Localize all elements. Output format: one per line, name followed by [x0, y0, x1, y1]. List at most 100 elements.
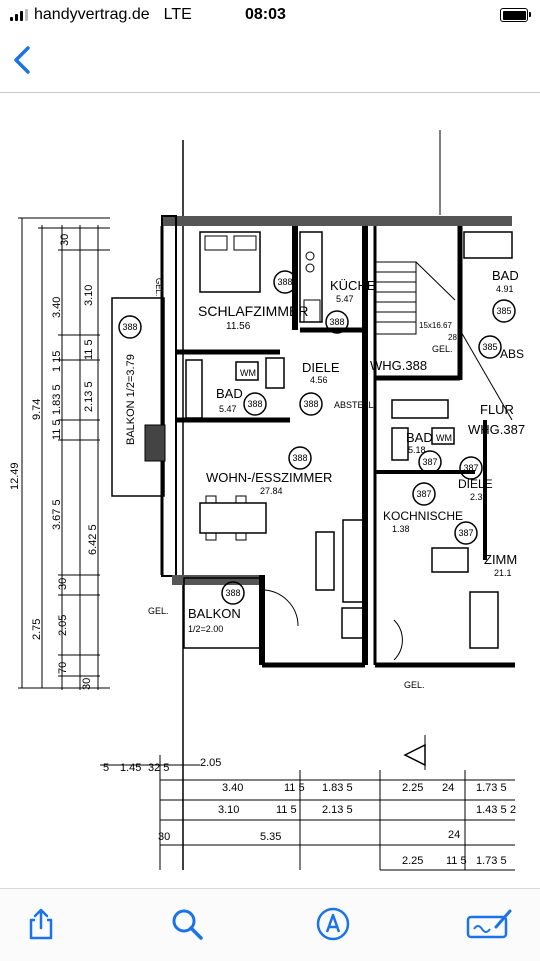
carrier-label: handyvertrag.de: [34, 6, 150, 23]
dim-left: 3.40: [51, 297, 63, 318]
dim-bottom: 1.73 5: [476, 855, 507, 867]
room-label-bad: BAD: [216, 386, 243, 401]
dim-bottom: 3.10: [218, 804, 239, 816]
dim-left: 9.74: [31, 399, 43, 420]
markup-button[interactable]: [316, 907, 350, 941]
unit-number: 387: [463, 463, 478, 473]
dim-bottom: 11 5: [276, 804, 297, 816]
room-area-bad-top-right: 4.91: [496, 284, 514, 294]
signal-icon: [10, 9, 28, 21]
room-area-diele-right: 2.39: [470, 492, 488, 502]
room-label-bad-top-right: BAD: [492, 268, 519, 283]
dim-left: 6.42 5: [87, 524, 99, 555]
room-label-abstell: ABSTELL: [334, 400, 374, 410]
dim-bottom: 30: [158, 831, 170, 843]
dim-left: 11 5: [51, 419, 63, 440]
navigation-bar: [0, 32, 540, 93]
dim-bottom: 1.45: [120, 762, 141, 774]
room-area-schlafzimmer: 11.56: [226, 321, 251, 332]
dim-left: 2.75: [31, 619, 43, 640]
markup-pen-icon: [316, 907, 350, 941]
unit-number: 387: [416, 489, 431, 499]
room-area-bad: 5.47: [219, 404, 237, 414]
room-area-kueche: 5.47: [336, 294, 354, 304]
dim-bottom: 1.73 5: [476, 782, 507, 794]
bottom-toolbar: [0, 888, 540, 961]
dim-left: 2.13 5: [83, 381, 95, 412]
room-label-wohn: WOHN-/ESSZIMMER: [206, 470, 332, 485]
room-area-kochnische: 1.38: [392, 524, 410, 534]
unit-number: 388: [329, 317, 344, 327]
share-button[interactable]: [24, 907, 58, 941]
room-label-balkon-bottom: BALKON: [188, 606, 241, 621]
room-label-diele-right: DIELE: [458, 477, 493, 491]
search-icon: [172, 909, 203, 940]
dim-bottom: 1.83 5: [322, 782, 353, 794]
dim-bottom: 5: [103, 762, 109, 774]
stair-label-2: 28: [448, 333, 457, 342]
dim-bottom: 2.25: [402, 782, 423, 794]
gel-label-1: GEL.: [154, 278, 163, 296]
unit-number: 388: [122, 322, 137, 332]
dim-left: 12.49: [9, 462, 21, 490]
unit-number: 385: [482, 342, 497, 352]
room-label-whg387: WHG.387: [468, 422, 525, 437]
dim-left: 30: [59, 234, 71, 246]
battery-icon: [500, 8, 531, 22]
floor-plan-image[interactable]: SCHLAFZIMMER 11.56 KÜCHE 5.47 DIELE 4.56…: [0, 93, 540, 888]
dim-bottom: 11 5: [446, 855, 467, 867]
share-icon: [29, 908, 53, 940]
dim-left: 1.83 5: [51, 384, 63, 415]
floor-plan-drawing: SCHLAFZIMMER 11.56 KÜCHE 5.47 DIELE 4.56…: [9, 130, 525, 871]
dim-left: 2.05: [57, 615, 69, 636]
unit-number: 388: [225, 588, 240, 598]
room-label-diele: DIELE: [302, 360, 340, 375]
room-area-wohn: 27.84: [260, 486, 283, 496]
dim-bottom: 24: [442, 782, 454, 794]
dim-left: 11 5: [83, 339, 95, 360]
unit-number: 388: [303, 399, 318, 409]
dim-bottom: 5.35: [260, 831, 281, 843]
dim-left: 70: [57, 662, 69, 674]
unit-number: 388: [292, 453, 307, 463]
room-label-schlafzimmer: SCHLAFZIMMER: [198, 303, 308, 319]
room-label-balkon-left: BALKON 1/2=3.79: [125, 354, 137, 445]
dim-left: 3.67 5: [51, 499, 63, 530]
dim-bottom: 2.05: [200, 757, 221, 769]
dim-bottom: 3.40: [222, 782, 243, 794]
room-label-flur: FLUR: [480, 402, 514, 417]
dim-left: 30: [57, 578, 69, 590]
room-label-zimm: ZIMM: [484, 552, 517, 567]
network-label: LTE: [163, 6, 192, 23]
room-area-balkon-bottom: 1/2=2.00: [188, 624, 223, 634]
dim-bottom: 32 5: [148, 762, 169, 774]
dim-left: 3.10: [83, 285, 95, 306]
gel-label-3: GEL.: [404, 680, 425, 690]
unit-number: 388: [277, 277, 292, 287]
wm-label-2: WM: [436, 433, 452, 443]
back-button[interactable]: [10, 42, 40, 78]
signature-edit-icon: [466, 909, 512, 939]
dim-bottom: 11 5: [284, 782, 305, 794]
gel-label-4: GEL.: [432, 344, 453, 354]
dim-left: 30: [81, 678, 93, 690]
unit-number: 385: [496, 306, 511, 316]
room-label-kueche: KÜCHE: [330, 278, 376, 293]
edit-button[interactable]: [466, 907, 512, 941]
dim-bottom: 1.43 5: [476, 804, 507, 816]
room-label-kochnische: KOCHNISCHE: [383, 509, 463, 523]
stair-label: 15x16.67: [419, 321, 452, 330]
dim-bottom: 2.13 5: [322, 804, 353, 816]
dim-left: 1 15: [51, 351, 63, 372]
chevron-left-icon: [14, 46, 30, 74]
dim-bottom: 24: [448, 829, 460, 841]
unit-number: 387: [422, 457, 437, 467]
search-button[interactable]: [170, 907, 204, 941]
unit-number: 387: [458, 528, 473, 538]
wm-label-1: WM: [240, 368, 256, 378]
room-label-whg388: WHG.388: [370, 358, 427, 373]
room-area-bad-right: 5.18: [408, 445, 426, 455]
status-bar: handyvertrag.de LTE 08:03: [0, 0, 540, 32]
unit-number: 388: [247, 399, 262, 409]
dim-bottom: 2.25: [402, 855, 423, 867]
